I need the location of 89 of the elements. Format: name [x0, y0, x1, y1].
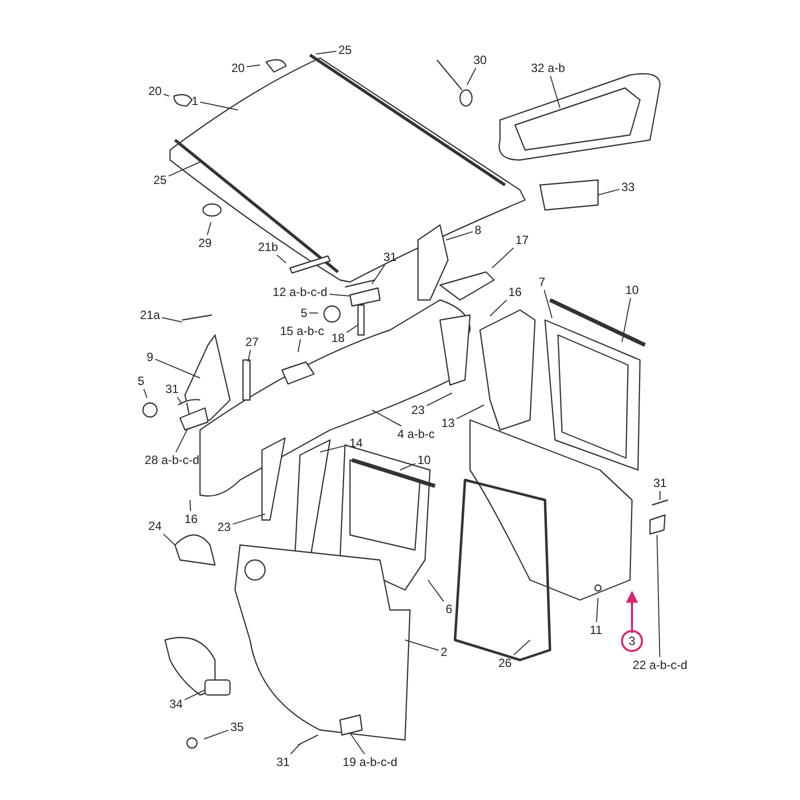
- callout-number: 16: [507, 285, 523, 299]
- callout-number: 24: [147, 519, 163, 533]
- callout-number: 34: [168, 697, 184, 711]
- leader-line: [232, 514, 266, 525]
- callout-number: 26: [497, 656, 513, 670]
- callout-number: 25: [337, 43, 353, 57]
- leader-line: [350, 732, 365, 754]
- callout-number: 31: [275, 755, 291, 769]
- callout-number: 31: [382, 250, 398, 264]
- callout-number: 9: [146, 350, 154, 364]
- callout-number: 17: [514, 233, 530, 247]
- callout-number: 21b: [256, 240, 280, 254]
- callout-number: 32 a-b: [530, 61, 566, 75]
- callout-number: 30: [472, 53, 488, 67]
- leader-line: [466, 68, 476, 86]
- leader-line: [428, 580, 444, 602]
- callout-number: 1: [190, 94, 200, 108]
- leader-line: [456, 404, 484, 420]
- leader-line: [513, 640, 530, 656]
- leader-line: [622, 298, 631, 342]
- leader-line: [426, 392, 452, 406]
- callout-number: 10: [624, 283, 640, 297]
- leader-line: [346, 324, 358, 333]
- callout-number: 31: [164, 382, 180, 396]
- leader-line: [328, 294, 350, 296]
- leader-line: [246, 64, 260, 68]
- leader-line: [550, 76, 560, 108]
- leader-line: [176, 396, 182, 404]
- callout-number: 3: [621, 630, 643, 652]
- callout-number: 21a: [138, 308, 162, 322]
- leader-line: [372, 410, 402, 426]
- leader-line: [143, 388, 148, 398]
- callout-number: 13: [440, 416, 456, 430]
- callout-number: 20: [147, 84, 163, 98]
- leader-line: [320, 444, 348, 452]
- leader-line: [446, 231, 474, 240]
- leader-line: [168, 162, 200, 177]
- leader-line: [248, 350, 251, 362]
- callout-number: 16: [183, 512, 199, 526]
- callout-number: 15 a-b-c: [278, 324, 326, 338]
- callout-number: 7: [538, 275, 546, 289]
- callout-number: 19 a-b-c-d: [342, 755, 398, 769]
- callout-number: 20: [230, 61, 246, 75]
- callout-number: 5: [136, 374, 146, 388]
- callout-number: 4 a-b-c: [396, 427, 436, 441]
- callout-number: 2: [440, 645, 448, 659]
- callout-number: 8: [474, 223, 482, 237]
- callout-number: 31: [652, 476, 668, 490]
- leader-line: [372, 264, 386, 284]
- callout-number: 11: [588, 623, 604, 637]
- leader-line: [544, 290, 552, 318]
- callout-number: 22 a-b-c-d: [632, 658, 688, 672]
- leader-line: [276, 254, 286, 264]
- leader-line: [204, 730, 229, 740]
- leader-line: [206, 222, 212, 236]
- leader-line: [404, 640, 440, 651]
- callout-number: 28 a-b-c-d: [144, 453, 200, 467]
- callout-number: 10: [416, 453, 432, 467]
- callout-number: 33: [620, 180, 636, 194]
- leader-line: [656, 534, 660, 658]
- leader-line: [596, 598, 598, 622]
- leader-line: [308, 312, 318, 314]
- callout-number: 29: [197, 236, 213, 250]
- leader-line: [298, 338, 301, 352]
- callout-number: 35: [229, 720, 245, 734]
- leader-arrow: [626, 590, 638, 633]
- leader-line: [290, 744, 300, 754]
- leader-line: [162, 534, 176, 546]
- leader-line: [200, 102, 238, 110]
- leader-line: [490, 300, 508, 316]
- callout-number: 23: [216, 520, 232, 534]
- callout-number: 14: [348, 436, 364, 450]
- leader-line: [163, 94, 170, 96]
- leader-line: [176, 428, 188, 452]
- callout-number: 18: [330, 331, 346, 345]
- leader-line: [492, 248, 514, 268]
- callout-number: 23: [410, 403, 426, 417]
- callout-number: 12 a-b-c-d: [272, 285, 328, 299]
- leader-line: [154, 358, 200, 378]
- leader-line: [400, 463, 416, 470]
- leader-line: [316, 50, 337, 54]
- callout-number: 6: [444, 602, 454, 616]
- leader-line: [598, 188, 620, 196]
- callout-number: 5: [300, 306, 308, 320]
- leader-line: [184, 690, 206, 700]
- leader-line: [190, 500, 192, 512]
- callout-number: 27: [244, 335, 260, 349]
- leader-line: [162, 317, 182, 322]
- callout-number: 25: [152, 173, 168, 187]
